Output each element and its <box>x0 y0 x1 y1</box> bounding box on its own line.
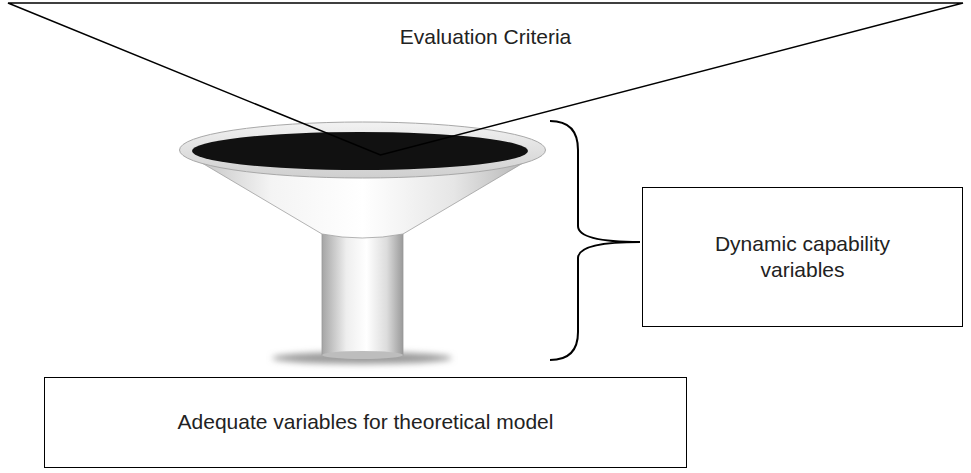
funnel-tube-end <box>322 351 403 359</box>
curly-bracket <box>550 121 640 360</box>
funnel-tube <box>322 228 403 355</box>
triangle-outline <box>8 3 963 155</box>
funnel-opening <box>192 132 528 170</box>
node-text: Adequate variables for theoretical model <box>178 409 554 435</box>
node-text: Dynamic capability variables <box>701 231 904 284</box>
variables-box: Dynamic capability variables <box>642 187 963 327</box>
result-box: Adequate variables for theoretical model <box>44 377 687 468</box>
funnel-rim <box>180 122 546 178</box>
criteria-triangle: Evaluation Criteria <box>8 2 963 157</box>
node-text: Evaluation Criteria <box>400 24 572 50</box>
funnel-shadow <box>272 352 452 364</box>
